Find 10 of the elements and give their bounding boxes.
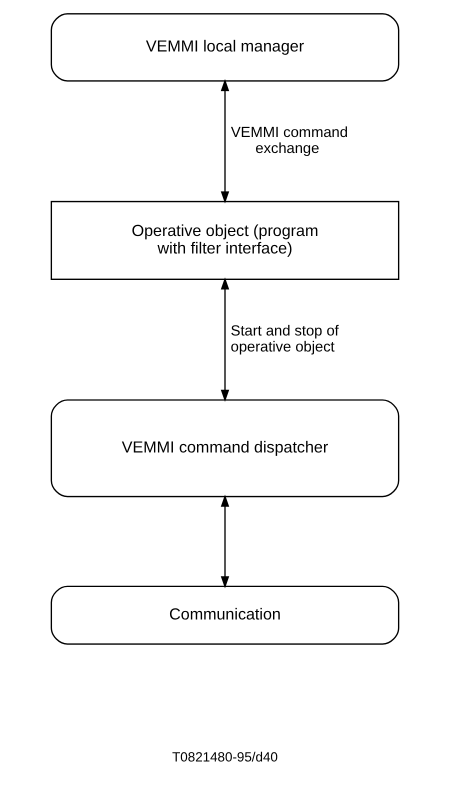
arrow: [220, 494, 229, 588]
arrow: [220, 277, 229, 402]
edge-label: VEMMI command exchange: [230, 124, 348, 158]
node-box: VEMMI command dispatcher: [50, 399, 399, 498]
edge-label: Start and stop of operative object: [230, 323, 338, 356]
node-box: Communication: [50, 586, 399, 645]
node-box: Operative object (program with filter interface): [50, 200, 399, 280]
label: T0821480-95/d40: [172, 749, 278, 764]
node-box: VEMMI local manager: [50, 13, 399, 82]
arrow: [220, 78, 229, 204]
